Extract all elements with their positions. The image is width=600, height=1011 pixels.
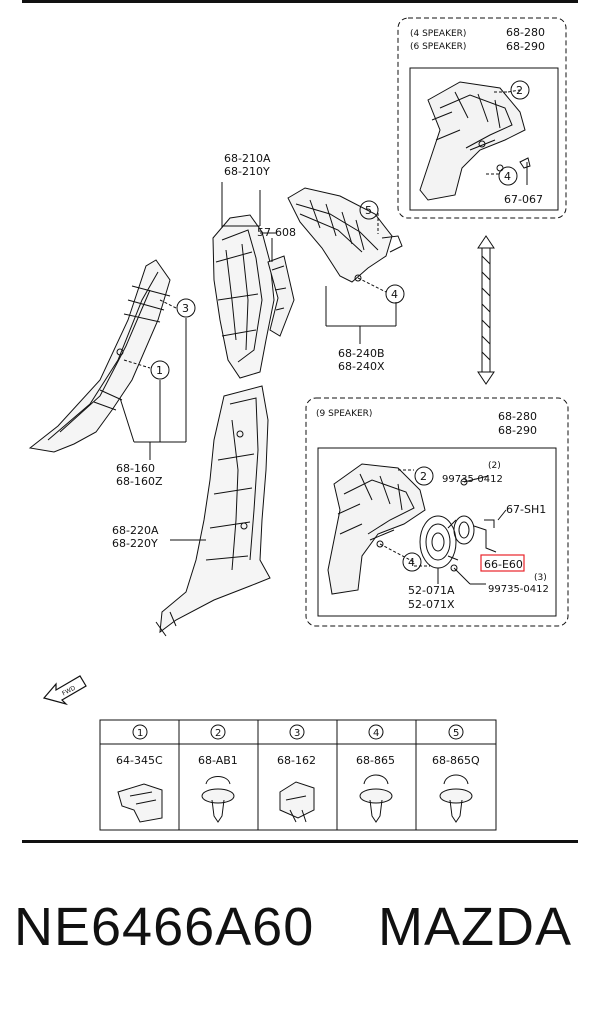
pillar-left-label-1: 68-160 bbox=[116, 462, 155, 475]
fastener-part-4: 68-865 bbox=[356, 754, 395, 767]
callout-2-top-num: 2 bbox=[516, 84, 523, 97]
fwd-arrow bbox=[42, 675, 87, 706]
bolt-bottom-label: 99735-0412 bbox=[488, 584, 549, 595]
pillar-68-220-drawing bbox=[155, 385, 271, 637]
top-clip-label: 67-067 bbox=[504, 193, 543, 206]
fastener-num-4: 4 bbox=[373, 728, 379, 739]
bolt-bottom-qty: (3) bbox=[534, 573, 547, 583]
speaker-9-group-box bbox=[305, 397, 569, 627]
top-rule bbox=[22, 0, 578, 3]
bottom-part-2: 68-290 bbox=[498, 424, 537, 437]
speaker-part-1: 52-071A bbox=[408, 584, 455, 597]
fastener-part-1: 64-345C bbox=[116, 754, 163, 767]
clip-64-345c-drawing bbox=[117, 783, 163, 823]
pillar-b-label-2: 68-220Y bbox=[112, 537, 158, 550]
callout-4-pillar bbox=[385, 284, 405, 304]
top-variant-line2: (6 SPEAKER) bbox=[410, 42, 466, 52]
pillar-left-label-2: 68-160Z bbox=[116, 475, 163, 488]
callout-1-left bbox=[150, 360, 170, 380]
fastener-num-3: 3 bbox=[294, 728, 300, 739]
callout-3-left-num: 3 bbox=[182, 302, 189, 315]
pillar-b-label-1: 68-220A bbox=[112, 524, 159, 537]
fastener-num-circle-4 bbox=[368, 724, 384, 740]
callout-4-pillar-num: 4 bbox=[391, 288, 398, 301]
pillar-c-label-2: 68-240X bbox=[338, 360, 385, 373]
pillar-c-label-1: 68-240B bbox=[338, 347, 385, 360]
bottom-variant-label: (9 SPEAKER) bbox=[316, 409, 372, 419]
pillar-68-160-drawing bbox=[28, 259, 171, 453]
pillar-a-label-2: 68-210Y bbox=[224, 165, 270, 178]
callout-5-pillar-num: 5 bbox=[365, 204, 372, 217]
callout-4-top bbox=[498, 166, 518, 186]
callout-2-bottom-num: 2 bbox=[420, 470, 427, 483]
highlight-box-66-e60 bbox=[480, 554, 525, 572]
fastener-num-circle-3 bbox=[289, 724, 305, 740]
speaker-housing-9-drawing bbox=[327, 463, 426, 595]
highlight-part-label: 66-E60 bbox=[484, 558, 523, 571]
pillar-a-label-1: 68-210A bbox=[224, 152, 271, 165]
top-part-1: 68-280 bbox=[506, 26, 545, 39]
fastener-part-5: 68-865Q bbox=[432, 754, 480, 767]
pillar-68-240-drawing bbox=[287, 187, 403, 283]
caption: NE6466A60 MAZDA bbox=[0, 896, 600, 976]
fastener-part-2: 68-AB1 bbox=[198, 754, 238, 767]
strip-57-608-label: 57-608 bbox=[257, 226, 296, 239]
callout-4-bottom-num: 4 bbox=[408, 556, 415, 569]
fastener-num-circle-5 bbox=[448, 724, 464, 740]
clip-68-865q-drawing bbox=[439, 774, 473, 823]
callout-4-bottom bbox=[402, 552, 422, 572]
brand-name: MAZDA bbox=[378, 897, 572, 957]
fastener-num-circle-2 bbox=[210, 724, 226, 740]
fastener-part-3: 68-162 bbox=[277, 754, 316, 767]
top-variant-line1: (4 SPEAKER) bbox=[410, 29, 466, 39]
fastener-num-circle-1 bbox=[132, 724, 148, 740]
bolt-top-label: 99735-0412 bbox=[442, 474, 503, 485]
callout-2-bottom bbox=[414, 466, 434, 486]
fastener-num-5: 5 bbox=[453, 728, 459, 739]
speaker-part-2: 52-071X bbox=[408, 598, 455, 611]
parts-diagram: (4 SPEAKER) (6 SPEAKER) 68-280 68-290 67… bbox=[28, 17, 569, 831]
callout-5-pillar bbox=[359, 200, 379, 220]
fastener-num-2: 2 bbox=[215, 728, 221, 739]
clip-68-162-drawing bbox=[279, 781, 315, 823]
speaker-9-inner-box bbox=[317, 447, 557, 617]
callout-2-top bbox=[510, 80, 530, 100]
top-part-2: 68-290 bbox=[506, 40, 545, 53]
callout-1-left-num: 1 bbox=[156, 364, 163, 377]
callout-4-top-num: 4 bbox=[504, 170, 511, 183]
speaker-4-6-group-box bbox=[397, 17, 567, 219]
pillar-68-210-drawing bbox=[212, 214, 275, 379]
bottom-part-1: 68-280 bbox=[498, 410, 537, 423]
harness-label: 67-SH1 bbox=[506, 503, 546, 516]
fastener-table bbox=[99, 719, 497, 831]
callout-3-left bbox=[176, 298, 196, 318]
part-number: NE6466A60 bbox=[14, 897, 315, 957]
clip-68-ab1-drawing bbox=[201, 776, 235, 823]
divider-rule bbox=[22, 840, 578, 843]
strip-57-608-drawing bbox=[267, 255, 295, 337]
fastener-num-1: 1 bbox=[137, 728, 143, 739]
speaker-4-6-inner-box bbox=[409, 67, 559, 211]
bolt-top-qty: (2) bbox=[488, 461, 501, 471]
clip-68-865-drawing bbox=[359, 774, 393, 823]
speaker-unit-drawing bbox=[419, 478, 497, 572]
relation-arrow bbox=[477, 235, 495, 385]
speaker-housing-4-6-drawing bbox=[419, 81, 531, 201]
